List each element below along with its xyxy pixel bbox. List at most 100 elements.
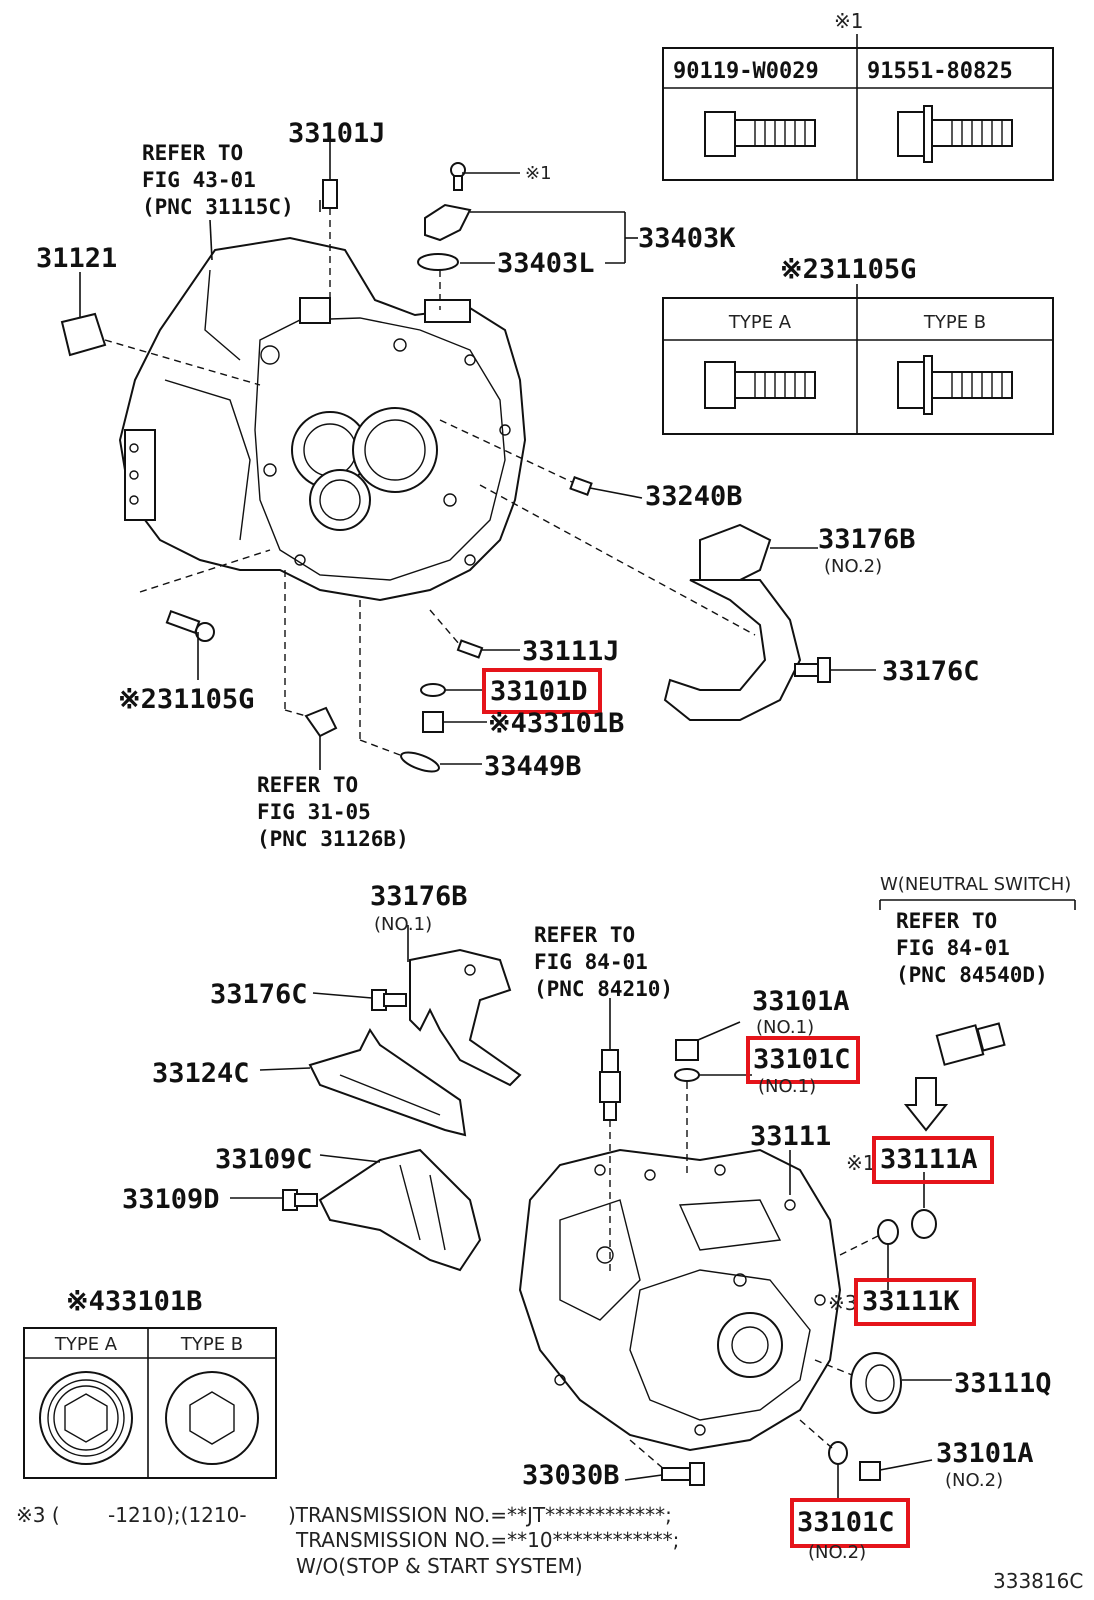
labels-bottom: W(NEUTRAL SWITCH) REFER TO FIG 84-01 (PN… [122,874,1071,1563]
cover-33109c-drawing [318,1148,482,1272]
table-col-1: 90119-W0029 [673,59,819,84]
label-33111: 33111 [750,1121,831,1152]
cover-33176b-no2-drawing [479,484,802,721]
bolt-icon [704,111,816,157]
fastener-table-mark1: ※1 90119-W0029 91551-80825 [662,9,1054,181]
lever-33403k-drawing [417,162,472,310]
label-33109d: 33109D [122,1184,220,1215]
leader-lines-bottom [230,899,1076,1498]
label-mark1-33111a: ※1 [846,1151,875,1175]
table-col-2: 91551-80825 [867,59,1013,84]
plate-33124c-drawing [308,1028,467,1137]
drain-plug-drawing [359,600,484,773]
plug-table-33101b: ※433101B TYPE A TYPE B [23,1286,277,1479]
label-33176c-bottom: 33176C [210,979,308,1010]
label-no1-c: (NO.1) [758,1076,816,1097]
highlight-33111k [854,1278,976,1326]
drain-plug-33101a-drawing [799,1419,881,1481]
label-33240b: 33240B [645,481,743,512]
bracket-33176b-no1-drawing [407,925,522,1087]
table-col-type-a: TYPE A [54,1334,118,1355]
sensor-84210-drawing [599,1049,621,1275]
label-no2: (NO.2) [824,556,882,577]
flange-bolt-icon [897,105,1013,163]
label-31105g-left: ※231105G [118,684,254,715]
label-31121: 31121 [36,243,117,274]
refer-fig-43-line1: REFER TO [142,141,243,165]
refer-fig-43-line2: FIG 43-01 [142,168,256,192]
refer-fig-84-right-line2: FIG 84-01 [896,936,1010,960]
footnote-line-3: W/O(STOP & START SYSTEM) [296,1554,583,1578]
label-33176b-no1: 33176B [370,881,468,912]
figure-code: 333816C [993,1569,1083,1593]
refer-fig-84-right-line1: REFER TO [896,909,997,933]
table-col-type-a: TYPE A [728,312,792,333]
label-33111a: 33111A [880,1144,978,1175]
flange-bolt-icon [897,355,1013,415]
highlight-33101c-no2 [790,1498,910,1548]
refer-fig-43-line3: (PNC 31115C) [142,195,294,219]
label-33101c-no2: 33101C [797,1507,895,1538]
label-33176b-no2: 33176B [818,524,916,555]
leader-lines-top [79,140,876,770]
label-33101b: ※433101B [488,708,624,739]
label-33176c-top: 33176C [882,656,980,687]
switch-seal-drawing [839,1209,937,1256]
bolt-31105g-left-drawing [139,549,271,642]
filler-plug-drawing [674,1039,700,1175]
label-33101j: 33101J [288,118,386,149]
label-mark1: ※1 [525,163,552,184]
label-33124c: 33124C [152,1058,250,1089]
dowel-31126b-drawing [284,570,338,738]
label-33403l: 33403L [497,248,595,279]
label-33111q: 33111Q [954,1368,1052,1399]
table-title: ※231105G [780,254,916,285]
refer-fig-31-line3: (PNC 31126B) [257,827,409,851]
label-neutral-switch: W(NEUTRAL SWITCH) [880,874,1071,895]
bolt-33030b-drawing [629,1439,705,1486]
clutch-housing-drawing [118,236,527,602]
footnote-range: -1210);(1210- [108,1503,247,1527]
highlight-33111a [872,1136,994,1184]
label-33111j: 33111J [522,636,620,667]
bolt-33109d-drawing [282,1189,318,1211]
bolt-33176c-bottom-drawing [371,989,407,1011]
transaxle-case-drawing [518,1148,842,1452]
label-no2-b: (NO.2) [945,1470,1003,1491]
refer-fig-84-mid-line1: REFER TO [534,923,635,947]
label-no1-b: (NO.1) [756,1017,814,1038]
label-33101a-no1: 33101A [752,986,850,1017]
table-col-type-b: TYPE B [923,312,986,333]
labels-top: 33101J REFER TO FIG 43-01 (PNC 31115C) 3… [36,118,980,851]
label-33101d: 33101D [490,676,588,707]
fastener-table-31105g: ※231105G TYPE A TYPE B [662,254,1054,435]
table-mark: ※1 [834,9,863,33]
pin-33240b-drawing [439,419,593,496]
footnote: ※3 ( -1210);(1210- )TRANSMISSION NO.=**J… [16,1503,679,1578]
refer-fig-84-right-line3: (PNC 84540D) [896,963,1048,987]
label-33449b: 33449B [484,751,582,782]
neutral-switch-drawing [903,1022,1006,1132]
hex-socket-plug-icon [39,1371,133,1465]
label-33030b: 33030B [522,1460,620,1491]
highlight-33101d [482,668,602,714]
table-col-type-b: TYPE B [180,1334,243,1355]
label-33403k: 33403K [638,223,736,254]
refer-fig-31-line1: REFER TO [257,773,358,797]
footnote-line-2: TRANSMISSION NO.=**10************; [295,1528,679,1552]
refer-fig-84-mid-line2: FIG 84-01 [534,950,648,974]
highlight-33101c-no1 [746,1036,860,1084]
plug-33101j-drawing [322,179,338,300]
table-title: ※433101B [66,1286,202,1317]
label-33111k: 33111K [862,1286,960,1317]
refer-fig-31-line2: FIG 31-05 [257,800,371,824]
label-no1: (NO.1) [374,914,432,935]
refer-fig-84-mid-line3: (PNC 84210) [534,977,673,1001]
plug-31121-drawing [60,312,261,386]
hex-plug-icon [165,1371,259,1465]
bolt-icon [704,361,816,409]
label-33109c: 33109C [215,1144,313,1175]
footnote-line-1: )TRANSMISSION NO.=**JT************; [288,1503,672,1527]
label-33101c-no1: 33101C [753,1044,851,1075]
